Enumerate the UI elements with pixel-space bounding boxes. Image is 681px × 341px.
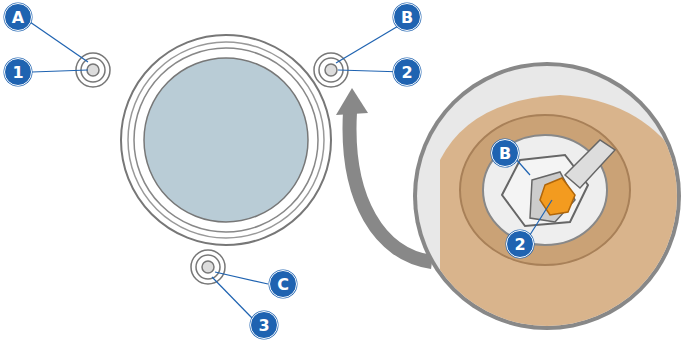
callout-number: 2 bbox=[506, 230, 534, 258]
callout-number: 1 bbox=[4, 58, 32, 86]
callout-letter: C bbox=[269, 270, 297, 298]
callout-letter: B bbox=[491, 139, 519, 167]
callout-letter: B bbox=[393, 3, 421, 31]
callout-letter: A bbox=[4, 3, 32, 31]
callout-number: 2 bbox=[393, 58, 421, 86]
callout-number: 3 bbox=[250, 311, 278, 339]
